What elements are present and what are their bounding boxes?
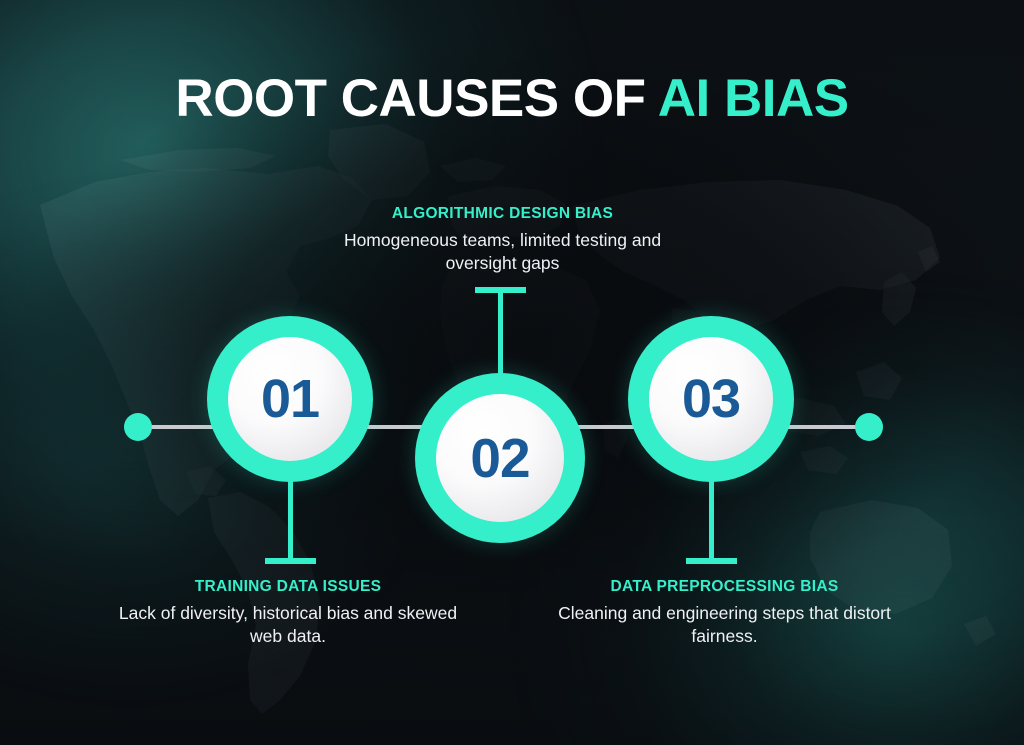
step-node-3[interactable]: 03 [628, 316, 794, 482]
step-node-2-number: 02 [470, 426, 530, 489]
connector-stem-3 [709, 478, 714, 564]
step-node-1[interactable]: 01 [207, 316, 373, 482]
connector-cap-2 [475, 287, 526, 293]
step-caption-3-body: Cleaning and engineering steps that dist… [558, 603, 891, 646]
connector-cap-3 [686, 558, 737, 564]
connector-cap-1 [265, 558, 316, 564]
connector-stem-2 [498, 288, 503, 380]
step-node-2[interactable]: 02 [415, 373, 585, 543]
step-node-3-inner: 03 [649, 337, 773, 461]
step-node-3-number: 03 [681, 369, 741, 429]
connector-stem-1 [288, 478, 293, 564]
step-caption-1-heading: TRAINING DATA ISSUES [194, 578, 382, 595]
step-caption-2: ALGORITHMIC DESIGN BIAS Homogeneous team… [330, 205, 675, 275]
step-caption-2-heading: ALGORITHMIC DESIGN BIAS [391, 205, 614, 222]
step-node-1-inner: 01 [228, 337, 352, 461]
step-caption-3: DATA PREPROCESSING BIAS Cleaning and eng… [552, 578, 897, 648]
step-caption-2-body: Homogeneous teams, limited testing and o… [343, 230, 662, 273]
page-title-primary: ROOT CAUSES OF [175, 69, 646, 128]
timeline-endpoint-right-icon [855, 413, 883, 441]
step-caption-3-heading: DATA PREPROCESSING BIAS [610, 578, 839, 595]
page-title-accent: AI BIAS [657, 69, 849, 128]
step-node-2-inner: 02 [436, 394, 564, 522]
step-caption-1-body: Lack of diversity, historical bias and s… [118, 603, 458, 646]
step-caption-1: TRAINING DATA ISSUES Lack of diversity, … [118, 578, 458, 648]
step-node-1-number: 01 [260, 369, 320, 429]
timeline-endpoint-left-icon [124, 413, 152, 441]
page-title: ROOT CAUSES OF AI BIAS [0, 72, 1024, 125]
